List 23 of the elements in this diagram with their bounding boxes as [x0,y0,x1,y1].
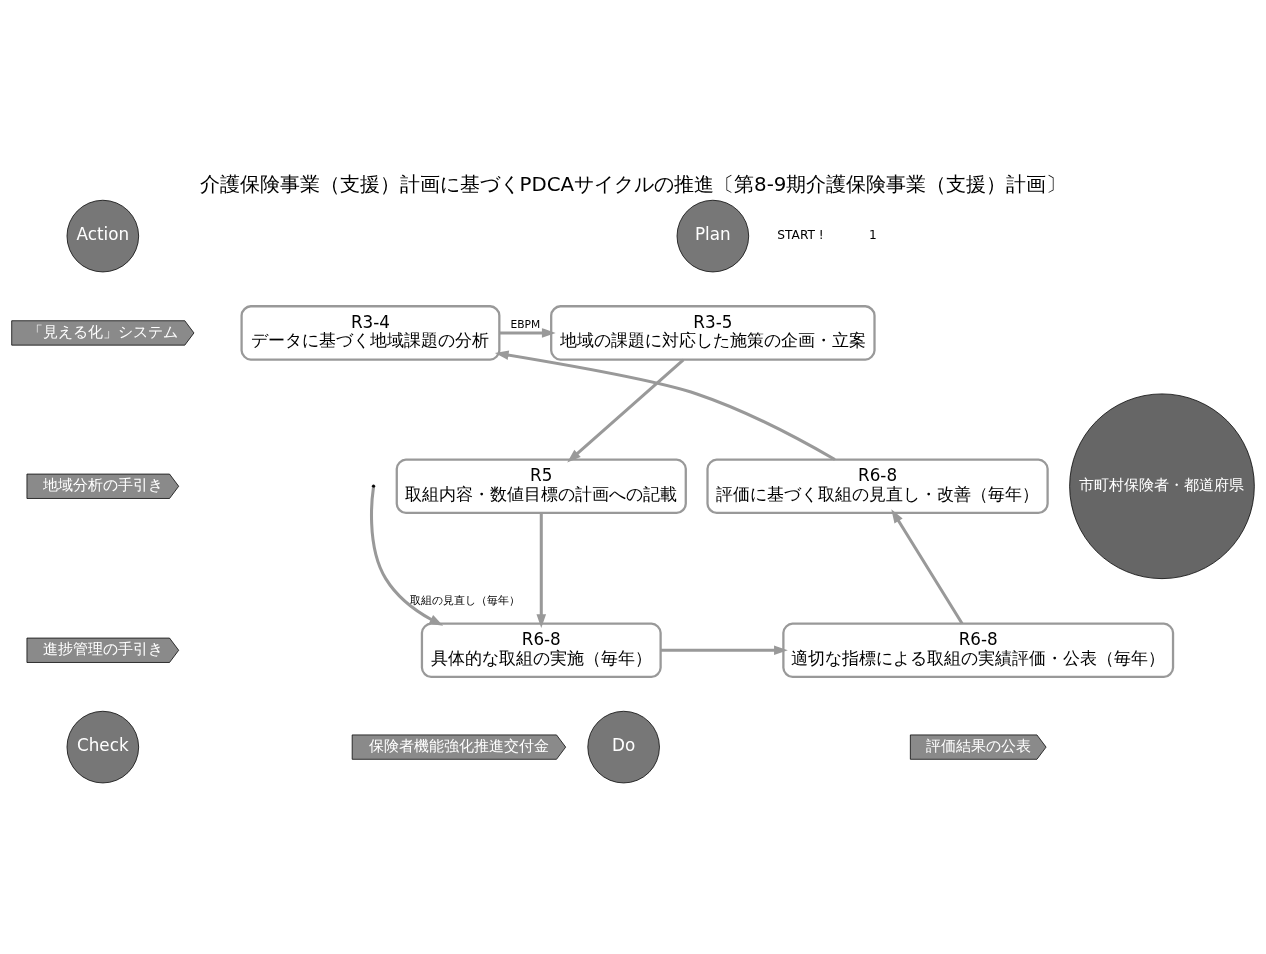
node-box: R6-8 具体的な取組の実施（毎年） [420,621,662,678]
node-box: R3-5 地域の課題に対応した施策の企画・立案 [550,304,876,361]
arrow [370,486,444,626]
node-box: R3-4 データに基づく地域課題の分析 [240,304,501,361]
arrow [494,349,836,461]
node-box: R6-8 適切な指標による取組の実績評価・公表（毎年） [782,621,1175,678]
label: START ! [777,227,824,242]
edge-label: 取組の見直し（毎年） [409,593,520,607]
arrow [567,358,685,463]
arrow [499,327,556,338]
node-circle: Plan [676,199,750,272]
node-circle: Check [66,710,140,783]
node-circle: Do [587,710,660,783]
label: 1 [869,227,877,242]
node-box: R6-8 評価に基づく取組の見直し・改善（毎年） [706,457,1049,514]
node-box: R5 取組内容・数値目標の計画への記載 [395,457,687,514]
arrow [660,644,788,655]
arrow [891,508,964,624]
diagram-title: 介護保険事業（支援）計画に基づくPDCAサイクルの推進〔第8-9期介護保険事業（支援）計画〕 [199,172,1067,196]
node-circle: Action [66,199,140,272]
arrow [536,512,547,628]
edge-label: EBPM [510,317,541,331]
node-circle: 市町村保険者・都道府県 [1069,393,1255,579]
